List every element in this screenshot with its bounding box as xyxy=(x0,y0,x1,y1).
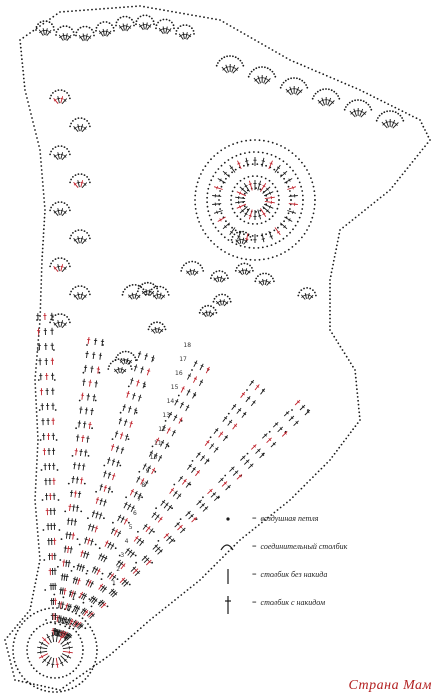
row-number: 5 xyxy=(129,524,133,531)
row-number: 18 xyxy=(183,342,191,349)
row-number: 9 xyxy=(146,468,150,475)
row-number: 1 xyxy=(112,580,116,587)
legend-row-chain: =воздушная петля xyxy=(218,510,418,538)
row-number: 2 xyxy=(116,566,120,573)
chain-stitch-icon xyxy=(226,517,230,521)
row-number: 13 xyxy=(162,412,170,419)
row-number: 11 xyxy=(154,440,162,447)
watermark-logo: Страна Мам xyxy=(348,678,432,693)
row-number: 17 xyxy=(179,356,187,363)
legend-separator: = xyxy=(252,598,257,607)
row-number: 10 xyxy=(150,454,158,461)
legend-label-chain: воздушная петля xyxy=(260,514,319,523)
double-crochet-icon xyxy=(225,596,231,614)
chain-stitch-dots xyxy=(4,5,431,693)
row-number: 8 xyxy=(141,482,145,489)
legend-label-sc: столбик без накида xyxy=(260,570,328,579)
slip-stitch-icon xyxy=(220,544,234,551)
single-crochet-icon xyxy=(227,569,229,584)
legend-row-slip: =соединительный столбик xyxy=(218,538,418,566)
legend-separator: = xyxy=(252,542,257,551)
legend-label-slip: соединительный столбик xyxy=(260,542,348,551)
row-number: 4 xyxy=(125,538,129,545)
legend-row-sc: =столбик без накида xyxy=(218,566,418,594)
row-number: 14 xyxy=(167,398,175,405)
row-number: 15 xyxy=(171,384,179,391)
legend-row-dc: =столбик с накидом xyxy=(218,594,418,622)
row-number: 3 xyxy=(120,552,124,559)
row-number: 12 xyxy=(158,426,166,433)
legend-separator: = xyxy=(252,570,257,579)
row-number: 7 xyxy=(137,496,141,503)
row-number: 16 xyxy=(175,370,183,377)
legend: =воздушная петля =соединительный столбик… xyxy=(218,510,418,622)
stitch-symbols xyxy=(36,22,399,668)
row-number: 6 xyxy=(133,510,137,517)
legend-label-dc: столбик с накидом xyxy=(260,598,326,607)
legend-separator: = xyxy=(252,514,257,523)
